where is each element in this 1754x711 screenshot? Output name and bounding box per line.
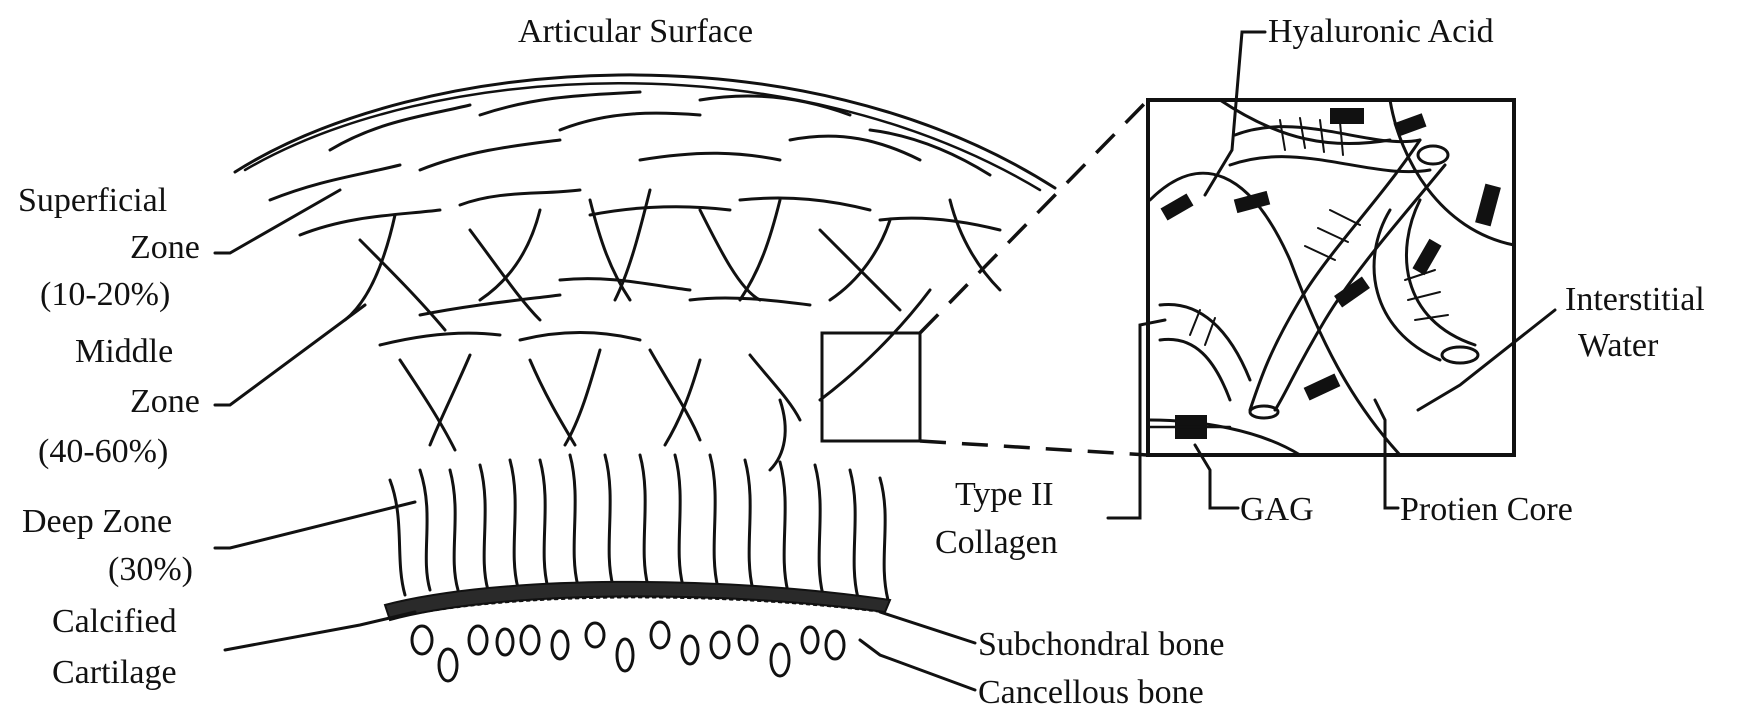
label-calcified-cartilage-2: Cartilage	[52, 654, 177, 691]
articular-surface-outline	[235, 75, 1055, 190]
zoom-connector-lines	[920, 100, 1148, 455]
middle-zone-fibers	[345, 190, 1000, 470]
label-cancellous-bone: Cancellous bone	[978, 674, 1204, 711]
subchondral-bone-band	[385, 582, 890, 620]
label-middle-zone-1: Middle	[75, 333, 173, 370]
label-articular-surface: Articular Surface	[518, 13, 753, 50]
label-interstitial-water-2: Water	[1578, 327, 1659, 364]
label-middle-zone-3: (40-60%)	[38, 433, 168, 470]
label-superficial-zone-2: Zone	[130, 229, 200, 266]
label-type-ii-collagen-2: Collagen	[935, 524, 1058, 561]
label-calcified-cartilage-1: Calcified	[52, 603, 177, 640]
label-gag: GAG	[1240, 491, 1314, 528]
label-superficial-zone-3: (10-20%)	[40, 276, 170, 313]
magnified-inset	[1148, 100, 1514, 455]
label-deep-zone-2: (30%)	[108, 551, 193, 588]
deep-zone-fibers	[390, 455, 888, 600]
label-type-ii-collagen-1: Type II	[955, 476, 1054, 513]
label-protein-core: Protien Core	[1400, 491, 1573, 528]
label-subchondral-bone: Subchondral bone	[978, 626, 1224, 663]
label-superficial-zone-1: Superficial	[18, 182, 167, 219]
label-middle-zone-2: Zone	[130, 383, 200, 420]
cancellous-bone-pores	[412, 622, 844, 681]
label-deep-zone-1: Deep Zone	[22, 503, 172, 540]
label-hyaluronic-acid: Hyaluronic Acid	[1268, 13, 1494, 50]
label-interstitial-water-1: Interstitial	[1565, 281, 1705, 318]
